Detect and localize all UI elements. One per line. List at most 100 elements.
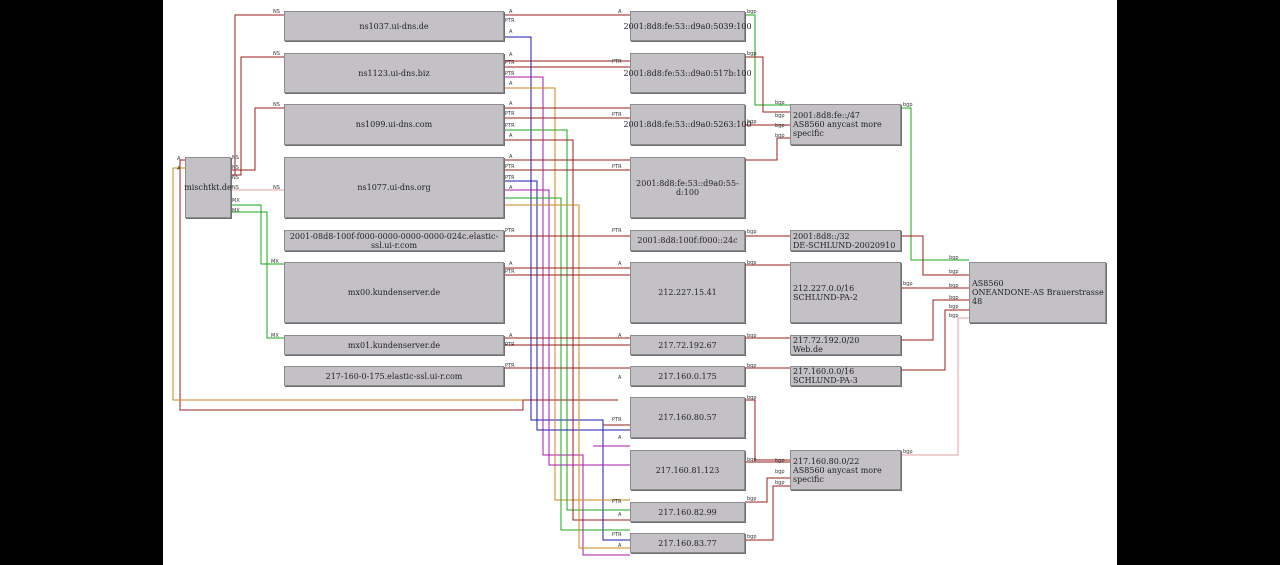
edge-label-mx: MX — [271, 333, 279, 339]
edge-a-ns3-grn — [504, 129, 630, 511]
node-ip-address[interactable]: 217.160.80.57 — [630, 397, 745, 438]
node-mailserver[interactable]: mx01.kundenserver.de — [284, 335, 504, 355]
edge-bgp-ip11 — [745, 477, 790, 503]
edge-label-bgp: bgp — [747, 457, 757, 463]
node-ip-address[interactable]: 217.160.81.123 — [630, 450, 745, 490]
edge-bgp-ip4 — [745, 137, 790, 161]
edge-bgp-ip12 — [745, 485, 790, 541]
edge-bgp-ip9 — [745, 399, 790, 461]
node-nameserver[interactable]: ns1099.ui-dns.com — [284, 104, 504, 145]
edge-label-a: A — [509, 133, 513, 139]
edge-label-ns: NS — [273, 102, 280, 108]
prefix-owner: SCHLUND-PA-2 — [793, 292, 858, 302]
prefix-owner: Web.de — [793, 345, 823, 354]
edge-label-bgp: bgp — [949, 283, 959, 289]
edge-a-ns4-grn — [504, 197, 630, 531]
edge-label-a: A — [618, 543, 622, 549]
edge-label-ptr: PTR — [612, 164, 622, 170]
edge-label-bgp: bgp — [949, 304, 959, 310]
edge-label-ptr: PTR — [505, 363, 515, 369]
node-nameserver[interactable]: ns1077.ui-dns.org — [284, 157, 504, 218]
edge-a-ns4-org — [504, 204, 630, 549]
edge-label-bgp: bgp — [747, 51, 757, 57]
edge-label-a: A — [509, 9, 513, 15]
prefix-range: 217.160.80.0/22 — [793, 456, 860, 466]
node-ip-address[interactable]: 217.160.0.175 — [630, 366, 745, 386]
edge-label-a: A — [509, 101, 513, 107]
edge-label-bgp: bgp — [775, 458, 785, 464]
edge-label-bgp: bgp — [747, 333, 757, 339]
prefix-range: 2001:8d8::/32 — [793, 231, 850, 241]
prefix-owner: AS8560 anycast more specific — [793, 465, 882, 484]
edge-label-bgp: bgp — [949, 295, 959, 301]
edge-label-bgp: bgp — [775, 113, 785, 119]
edge-label-ptr: PTR — [505, 71, 515, 77]
edge-label-a: A — [618, 512, 622, 518]
edge-ns-ns3 — [230, 107, 284, 171]
edge-bgp-pfx6 — [901, 317, 969, 456]
edge-label-a: A — [177, 156, 181, 162]
edge-label-bgp: bgp — [903, 281, 913, 287]
edge-label-bgp: bgp — [949, 269, 959, 275]
node-ip-address[interactable]: 212.227.15.41 — [630, 262, 745, 323]
edge-label-a: A — [177, 166, 181, 172]
edge-a-ns3-red — [504, 139, 630, 521]
edge-label-bgp: bgp — [775, 469, 785, 475]
node-ip-address[interactable]: 217.160.83.77 — [630, 533, 745, 553]
edge-label-ns: NS — [232, 165, 239, 171]
edge-mx-mx1 — [230, 211, 284, 339]
node-ip-address[interactable]: 2001:8d8:fe:53::d9a0:5263:100 — [623, 104, 752, 145]
edge-bgp-pfx4 — [901, 299, 969, 341]
edge-label-bgp: bgp — [747, 363, 757, 369]
edge-label-ns: NS — [273, 185, 280, 191]
prefix-range: 212.227.0.0/16 — [793, 283, 855, 293]
edge-label-a: A — [509, 185, 513, 191]
prefix-owner: SCHLUND-PA-3 — [793, 376, 858, 385]
node-nameserver[interactable]: ns1123.ui-dns.biz — [284, 53, 504, 93]
node-elastic-host[interactable]: 2001-08d8-100f-f000-0000-0000-0000-024c.… — [284, 230, 504, 251]
node-ip-address[interactable]: 217.160.82.99 — [630, 502, 745, 522]
edge-label-ns: NS — [232, 155, 239, 161]
edge-label-a: A — [509, 52, 513, 58]
edge-label-ns: NS — [232, 175, 239, 181]
as-name: ONEANDONE-AS Brauerstrasse 48 — [972, 288, 1104, 306]
node-ip-address[interactable]: 2001:8d8:fe:53::d9a0:5039:100 — [623, 11, 752, 41]
node-ip-address[interactable]: 217.72.192.67 — [630, 335, 745, 355]
edge-label-ns: NS — [232, 185, 239, 191]
edge-label-a: A — [618, 333, 622, 339]
edge-label-a: A — [509, 154, 513, 160]
edge-label-a: A — [618, 261, 622, 267]
prefix-range: 217.72.192.0/20 — [793, 336, 860, 345]
prefix-owner: AS8560 anycast more specific — [793, 120, 882, 138]
edge-label-bgp: bgp — [747, 9, 757, 15]
edge-bgp-ip1 — [745, 14, 790, 106]
node-ip-address[interactable]: 2001:8d8:100f:f000::24c — [630, 230, 745, 251]
edge-label-bgp: bgp — [903, 449, 913, 455]
edge-label-bgp: bgp — [775, 123, 785, 129]
edge-label-ptr: PTR — [505, 18, 515, 24]
edge-label-bgp: bgp — [903, 102, 913, 108]
edge-label-ptr: PTR — [505, 164, 515, 170]
edge-label-bgp: bgp — [747, 395, 757, 401]
edge-a-ns2-org — [504, 87, 630, 501]
edge-label-a: A — [509, 81, 513, 87]
edge-label-ptr: PTR — [505, 60, 515, 66]
node-nameserver[interactable]: ns1037.ui-dns.de — [284, 11, 504, 41]
edge-label-bgp: bgp — [747, 260, 757, 266]
node-mailserver[interactable]: mx00.kundenserver.de — [284, 262, 504, 323]
node-domain[interactable]: mischtkt.de — [184, 157, 232, 218]
node-elastic-host[interactable]: 217-160-0-175.elastic-ssl.ui-r.com — [284, 366, 504, 386]
node-ip-address[interactable]: 2001:8d8:fe:53::d9a0:55-d:100 — [630, 157, 745, 218]
edge-label-a: A — [509, 261, 513, 267]
edge-label-a: A — [618, 9, 622, 15]
edge-label-mx: MX — [271, 259, 279, 265]
node-ip-address[interactable]: 2001:8d8:fe:53::d9a0:517b:100 — [623, 53, 752, 93]
edge-label-a: A — [509, 333, 513, 339]
